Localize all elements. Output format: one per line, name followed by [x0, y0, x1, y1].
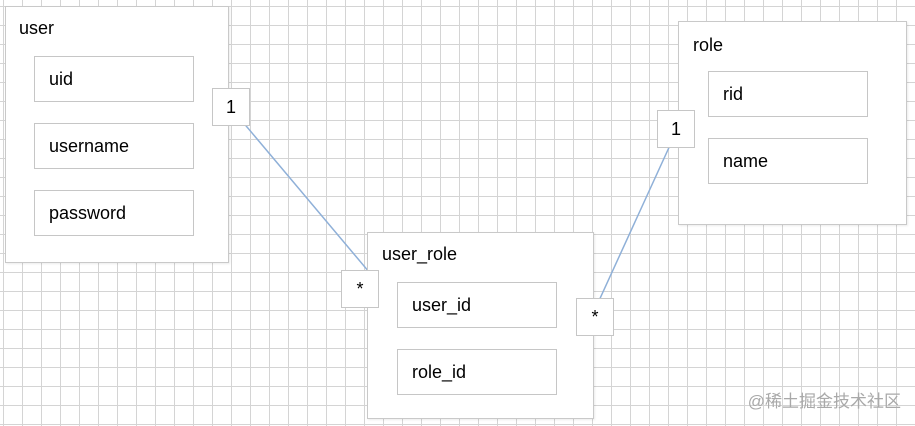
entity-user[interactable]: user uid username password	[5, 6, 229, 263]
entity-user-title: user	[19, 18, 55, 38]
field-name[interactable]: name	[708, 138, 868, 184]
field-user-id[interactable]: user_id	[397, 282, 557, 328]
entity-role-title: role	[693, 35, 724, 55]
field-role-id[interactable]: role_id	[397, 349, 557, 395]
cardinality-user-side: 1	[212, 88, 250, 126]
field-password[interactable]: password	[34, 190, 194, 236]
field-uid[interactable]: uid	[34, 56, 194, 102]
cardinality-user-role-user-side: *	[341, 270, 379, 308]
cardinality-user-role-role-side: *	[576, 298, 614, 336]
field-username[interactable]: username	[34, 123, 194, 169]
field-rid[interactable]: rid	[708, 71, 868, 117]
entity-user-role-title: user_role	[382, 244, 458, 264]
entity-role[interactable]: role rid name	[678, 21, 907, 225]
cardinality-role-side: 1	[657, 110, 695, 148]
entity-user-role[interactable]: user_role user_id role_id	[367, 232, 594, 419]
watermark-text: @稀土掘金技术社区	[747, 392, 901, 411]
